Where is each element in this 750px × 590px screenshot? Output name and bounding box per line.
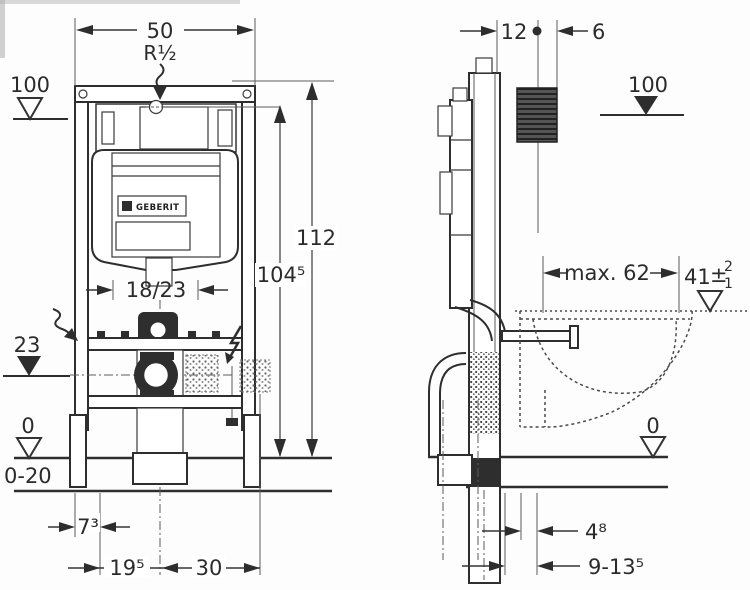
top-plug <box>475 57 493 74</box>
cistern-logo: GEBERIT <box>136 203 179 213</box>
corner-screw-icon <box>242 89 252 99</box>
mounting-hatch <box>470 352 499 434</box>
drain-clamp <box>134 352 178 400</box>
anchor-plate-outer <box>239 359 271 393</box>
lower-cross-rail <box>87 395 243 409</box>
level-mark-supply-side: 100 <box>600 73 684 116</box>
logo-plate <box>117 195 187 217</box>
width-label: 50 <box>147 19 174 43</box>
wc-pan-outline <box>515 310 748 428</box>
pan-tol-plus: 2 <box>724 259 733 275</box>
flush-plate-frame <box>95 103 237 153</box>
drain-socket <box>132 452 188 485</box>
dim-heights: 112 104⁵ <box>232 80 338 457</box>
plate-depth-label: 6 <box>592 20 605 44</box>
dim-width: 50 <box>74 18 256 86</box>
brand-mark-icon <box>122 201 132 211</box>
dim-depths: 12 6 <box>460 20 605 44</box>
pan-height-label: 41 <box>684 265 711 289</box>
water-connection-callout: R½ <box>143 41 177 100</box>
drain-offset-right-label: 30 <box>196 556 223 580</box>
level-mark-outlet: 23 <box>3 333 70 377</box>
flush-pipe-offset-label: 18/23 <box>126 278 187 302</box>
water-connection-label: R½ <box>143 41 176 65</box>
front-view: GEBERIT 18/23 <box>3 18 338 580</box>
pan-projection-label: max. 62 <box>564 261 650 285</box>
supply-level-label: 100 <box>10 73 50 97</box>
foot-width-label: 7³ <box>77 515 99 539</box>
frame-depth-label: 12 <box>501 20 528 44</box>
drain-offset-left-label: 19⁵ <box>109 556 144 580</box>
cistern-side <box>437 87 473 309</box>
flush-bend <box>454 299 579 349</box>
scan-artifacts <box>0 0 240 58</box>
right-foot <box>243 414 261 488</box>
left-rail <box>74 101 89 431</box>
flush-bend-tab <box>145 257 173 287</box>
supply-level-side-label: 100 <box>628 73 668 97</box>
cistern: GEBERIT <box>91 149 239 287</box>
connection-height-label: 104⁵ <box>257 263 306 287</box>
pan-tol-minus: 1 <box>724 276 733 292</box>
level-mark-floor-side: 0 <box>639 414 667 459</box>
wall-distance-label: 4⁸ <box>585 520 607 544</box>
water-connection <box>146 99 280 115</box>
level-mark-floor: 0 0-20 <box>4 414 52 488</box>
pan-height-pm: ± <box>710 263 728 287</box>
left-foot <box>69 414 87 488</box>
dim-pan: max. 62 41 ± 2 1 <box>542 256 733 313</box>
anchor-plate-inner <box>185 354 219 393</box>
floor-buildup-label: 0-20 <box>4 464 52 488</box>
dim-bottom: 7³ 19⁵ 30 <box>48 394 261 580</box>
flex-arrow-icon <box>52 308 78 341</box>
actuator-box <box>516 87 558 143</box>
drain-duct-lower <box>136 407 184 456</box>
corner-screw-icon <box>78 89 88 99</box>
dim-bottom-side: 4⁸ 9-13⁵ <box>462 493 644 579</box>
rail-profile <box>468 57 501 584</box>
floor-level-side-label: 0 <box>646 414 659 438</box>
floor-level-label: 0 <box>21 414 34 438</box>
drain-distance-label: 9-13⁵ <box>588 555 644 579</box>
drain-elbow <box>428 352 479 560</box>
side-view: 12 6 100 max. 62 41 ± 2 1 <box>428 20 748 584</box>
lightning-bolt-icon <box>225 325 243 426</box>
level-mark-supply: 100 <box>10 73 68 122</box>
overall-height-label: 112 <box>296 226 336 250</box>
outlet-level-label: 23 <box>14 333 41 357</box>
dim-flush-pipe-offset: 18/23 <box>86 278 228 302</box>
